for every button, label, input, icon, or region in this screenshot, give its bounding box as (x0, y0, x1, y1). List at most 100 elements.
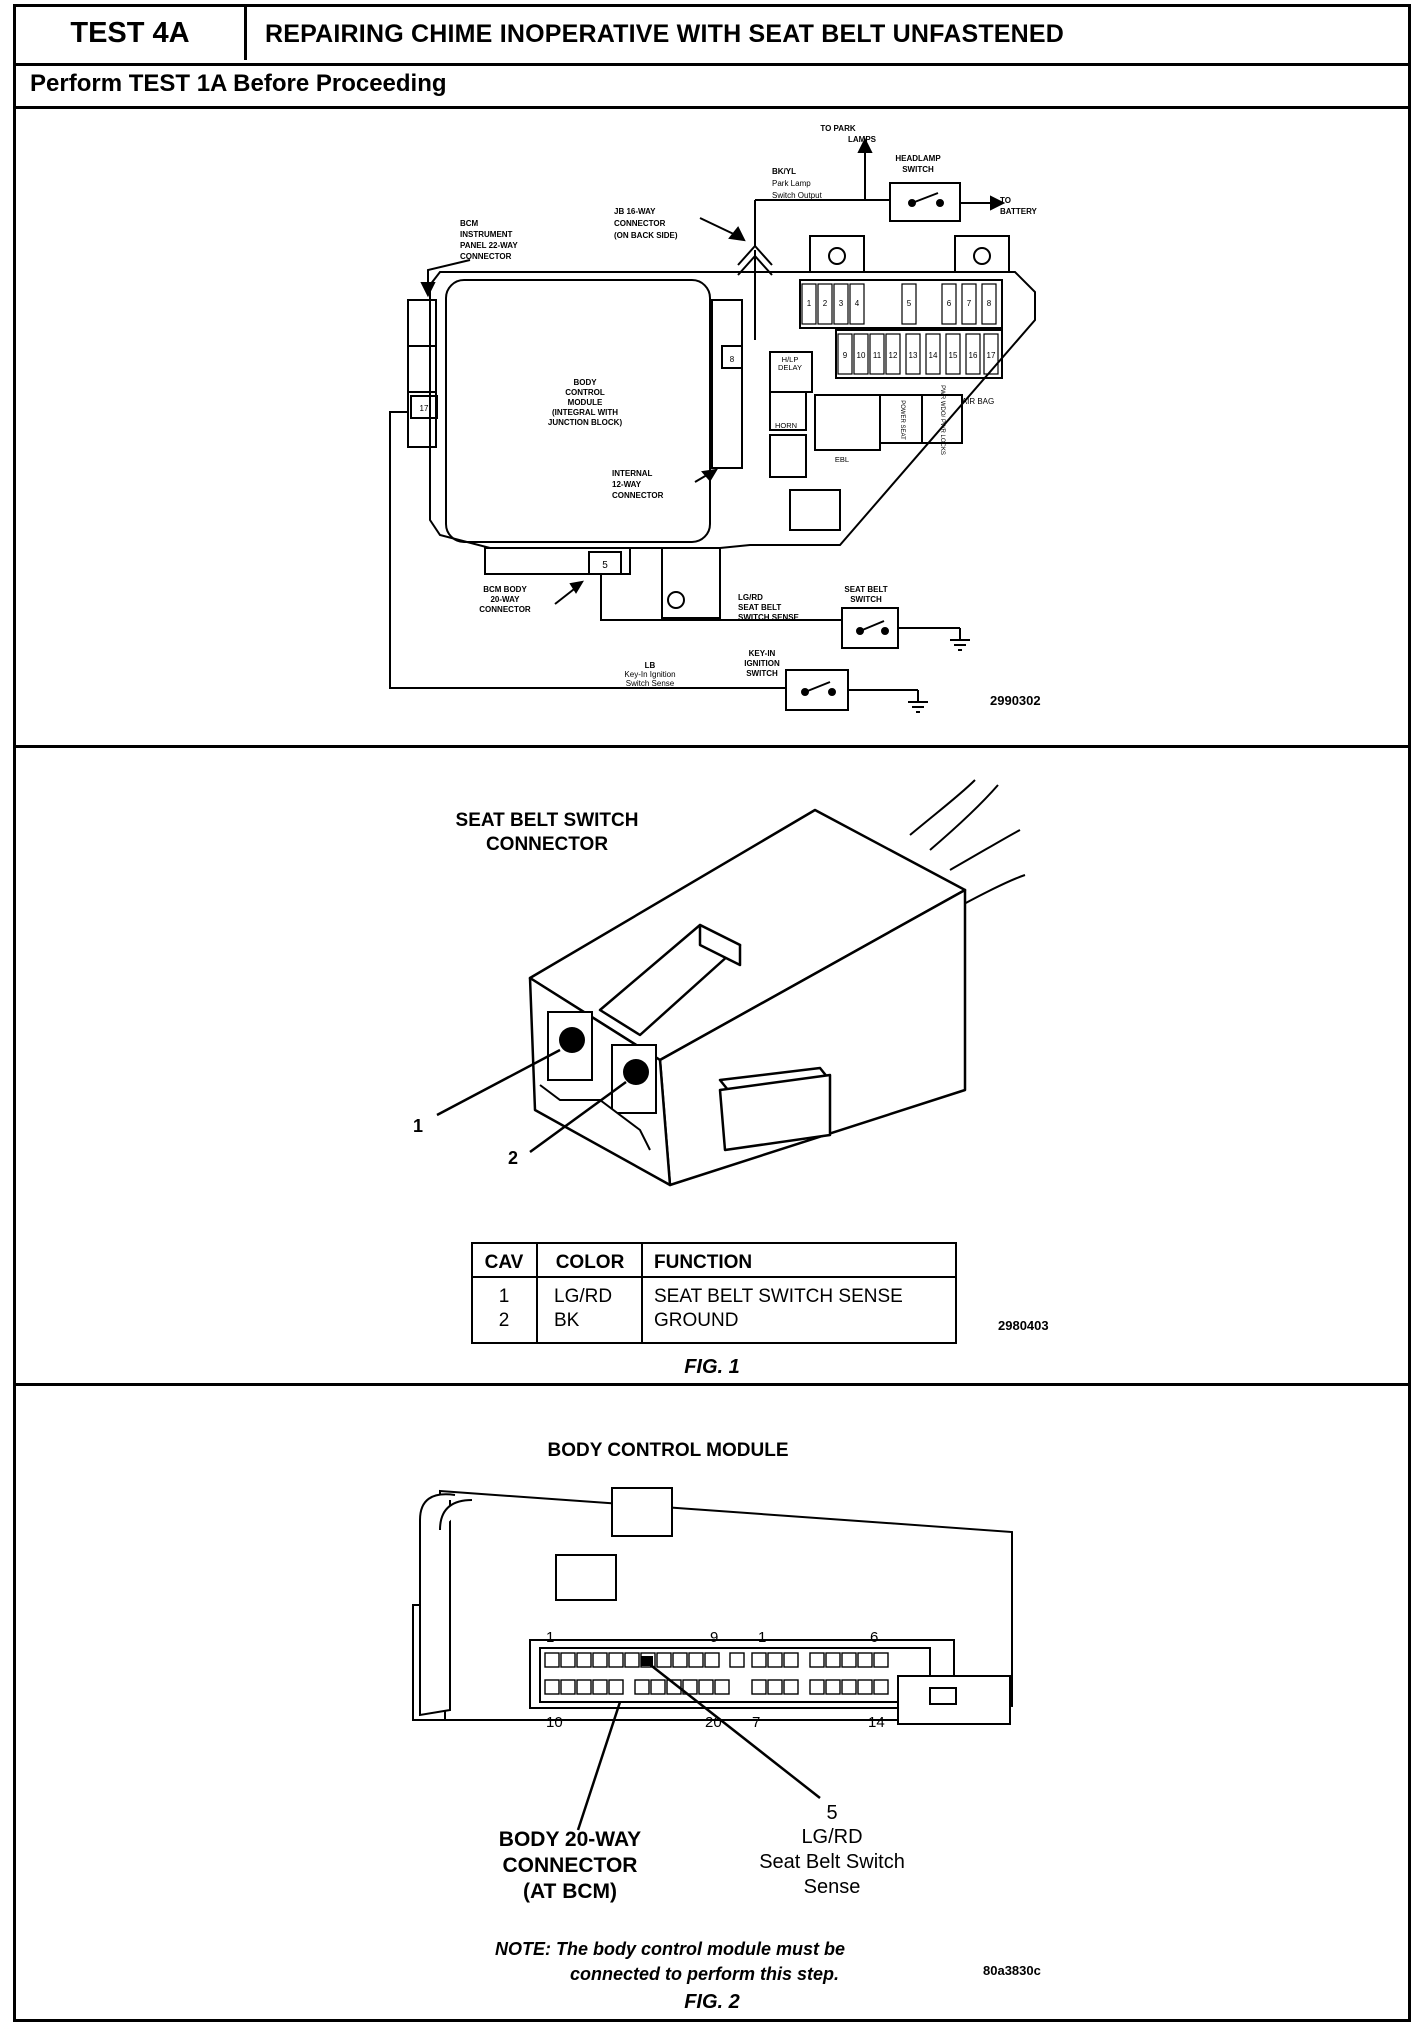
pin-number-label: 10 (546, 1714, 563, 1731)
bcm-ip-connector-label: INSTRUMENT (460, 230, 513, 239)
to-battery-label: BATTERY (1000, 207, 1038, 216)
bcm-body-connector-label: CONNECTOR (479, 605, 531, 614)
fuse-label: 17 (987, 351, 996, 360)
hlp-delay-label: DELAY (778, 363, 802, 372)
horn-label: HORN (775, 421, 797, 430)
connector-label: BODY 20-WAY (499, 1828, 641, 1851)
fuse-label: 13 (909, 351, 918, 360)
fuse-label: 7 (967, 299, 972, 308)
seat-belt-connector-figure: SEAT BELT SWITCH CONNECTOR 1 2 (413, 779, 1049, 1378)
jb-connector-label: CONNECTOR (614, 219, 666, 228)
bcm-module-label: CONTROL (565, 388, 605, 397)
fuse-label: 4 (855, 299, 860, 308)
fuse-label: 9 (843, 351, 848, 360)
perform-instruction: Perform TEST 1A Before Proceeding (30, 70, 447, 97)
fuse-label: 2 (823, 299, 828, 308)
internal-connector-label: CONNECTOR (612, 491, 664, 500)
fuse-label: 10 (857, 351, 866, 360)
fuse-label: 14 (929, 351, 938, 360)
pin-8-label: 8 (730, 355, 735, 364)
pin-table (471, 1242, 957, 1344)
lgrd-wire-label: SWITCH SENSE (738, 613, 800, 622)
pin-5-label: 5 (602, 560, 608, 571)
pin-number-label: 9 (710, 1629, 718, 1646)
pin-5-terminal (641, 1656, 653, 1666)
fuse-label: 8 (987, 299, 992, 308)
fig1-title: CONNECTOR (486, 834, 608, 855)
callout-2: 2 (508, 1148, 518, 1168)
lb-wire-label: LB (645, 661, 656, 670)
body-control-module-figure: BODY CONTROL MODULE (412, 1440, 1041, 2013)
fig2-caption: FIG. 2 (684, 1991, 740, 2013)
connector-label: CONNECTOR (503, 1854, 638, 1877)
wiring-schematic: 1 2 3 4 5 6 7 8 9 10 11 12 13 14 15 16 1… (389, 124, 1041, 713)
pin-number-label: 14 (868, 1714, 885, 1731)
fuse-label: 3 (839, 299, 844, 308)
table-cell-color: BK (554, 1310, 580, 1331)
bcm-module-label: JUNCTION BLOCK) (548, 418, 623, 427)
bcm-module-label: BODY (573, 378, 597, 387)
schematic-figure-id: 2990302 (990, 693, 1041, 708)
fuse-label: 12 (889, 351, 898, 360)
pin5-callout: LG/RD (801, 1826, 862, 1848)
hlp-delay-label: H/LP (782, 355, 799, 364)
divider-perform (13, 106, 1411, 109)
bcm-module-label: MODULE (568, 398, 603, 407)
ebl-label: EBL (835, 455, 849, 464)
key-in-switch-label: KEY-IN (749, 649, 776, 658)
page-title: REPAIRING CHIME INOPERATIVE WITH SEAT BE… (265, 20, 1065, 48)
pin-number-label: 1 (758, 1629, 766, 1646)
divider-fig1 (13, 1383, 1411, 1386)
fig1-caption: FIG. 1 (684, 1356, 740, 1378)
divider-schematic (13, 745, 1411, 748)
relay-label: POWER SEAT (899, 400, 905, 440)
fig2-title: BODY CONTROL MODULE (547, 1440, 788, 1461)
lgrd-wire-label: SEAT BELT (738, 603, 781, 612)
table-cell-color: LG/RD (554, 1286, 612, 1307)
divider-header (13, 63, 1411, 66)
relay-label: PWR WDO/ PWR LOCKS (939, 385, 945, 455)
table-header-cav: CAV (485, 1252, 524, 1273)
bkyl-wire-label: Park Lamp (772, 179, 811, 188)
cavity-2-terminal (623, 1059, 649, 1085)
fig2-figure-id: 80a3830c (983, 1963, 1041, 1978)
table-cell-function: SEAT BELT SWITCH SENSE (654, 1286, 903, 1307)
table-cell-cav: 2 (499, 1310, 510, 1331)
air-bag-label: AIR BAG (962, 397, 994, 406)
bcm-body-connector-label: BCM BODY (483, 585, 527, 594)
fuse-label: 5 (907, 299, 912, 308)
seat-belt-switch-label: SWITCH (850, 595, 882, 604)
fig2-note: connected to perform this step. (570, 1964, 839, 1984)
lgrd-wire-label: LG/RD (738, 593, 763, 602)
fuse-label: 16 (969, 351, 978, 360)
fig1-figure-id: 2980403 (998, 1318, 1049, 1333)
fig1-title: SEAT BELT SWITCH (456, 810, 639, 831)
fuse-label: 15 (949, 351, 958, 360)
pin5-callout: Seat Belt Switch (759, 1851, 905, 1873)
bcm-body-connector-label: 20-WAY (490, 595, 520, 604)
headlamp-switch-label: SWITCH (902, 165, 934, 174)
cavity-1-terminal (559, 1027, 585, 1053)
lb-wire-label: Key-In Ignition (624, 670, 675, 679)
pin5-callout: 5 (826, 1802, 837, 1824)
callout-1: 1 (413, 1116, 423, 1136)
table-cell-cav: 1 (499, 1286, 510, 1307)
seat-belt-switch-label: SEAT BELT (844, 585, 887, 594)
connector-label: (AT BCM) (523, 1880, 617, 1903)
headlamp-switch-label: HEADLAMP (895, 154, 941, 163)
table-cell-function: GROUND (654, 1310, 738, 1331)
pin-17-label: 17 (420, 404, 429, 413)
key-in-switch-label: SWITCH (746, 669, 778, 678)
lb-wire-label: Switch Sense (626, 679, 675, 688)
bcm-module-label: (INTEGRAL WITH (552, 408, 618, 417)
jb-connector-label: (ON BACK SIDE) (614, 231, 678, 240)
bcm-ip-connector-label: BCM (460, 219, 479, 228)
table-header-color: COLOR (556, 1252, 625, 1273)
bcm-ip-connector-label: CONNECTOR (460, 252, 512, 261)
internal-connector-label: 12-WAY (612, 480, 642, 489)
fuse-label: 1 (807, 299, 812, 308)
pin5-callout: Sense (804, 1876, 861, 1898)
to-battery-label: TO (1000, 196, 1011, 205)
internal-connector-label: INTERNAL (612, 469, 653, 478)
fuse-label: 11 (873, 351, 882, 360)
